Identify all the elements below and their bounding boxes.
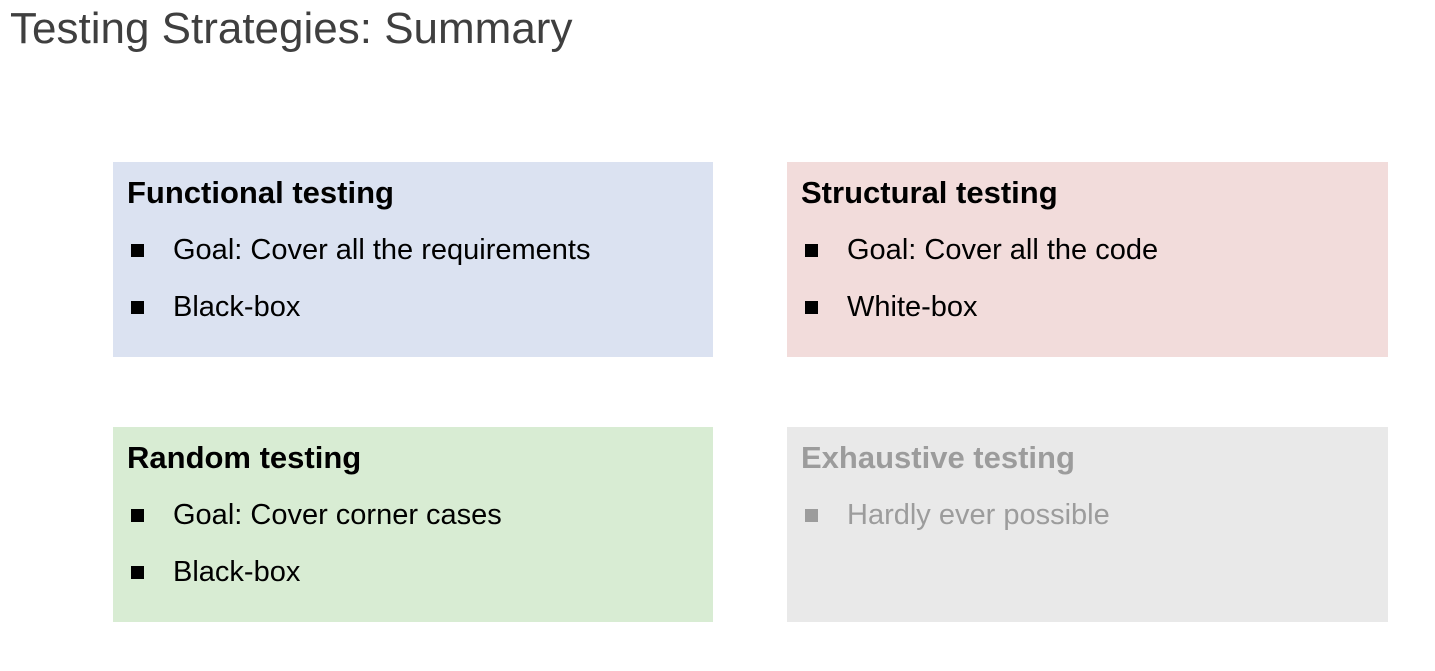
bullet-square-icon: [131, 565, 144, 579]
bullet-item: Hardly ever possible: [801, 494, 1374, 536]
card-structural-testing: Structural testing Goal: Cover all the c…: [787, 162, 1388, 357]
bullet-item: Black-box: [127, 286, 699, 328]
bullet-item: Goal: Cover all the requirements: [127, 229, 699, 271]
card-heading: Functional testing: [127, 175, 394, 210]
card-exhaustive-testing: Exhaustive testing Hardly ever possible: [787, 427, 1388, 622]
bullet-square-icon: [131, 508, 144, 522]
card-heading: Random testing: [127, 440, 362, 475]
card-heading: Exhaustive testing: [801, 440, 1075, 475]
bullet-square-icon: [805, 508, 818, 522]
bullet-text: Goal: Cover all the requirements: [173, 234, 591, 266]
bullet-item: White-box: [801, 286, 1374, 328]
bullet-text: Black-box: [173, 556, 301, 588]
bullet-text: Hardly ever possible: [847, 499, 1110, 531]
bullet-item: Goal: Cover all the code: [801, 229, 1374, 271]
bullet-text: White-box: [847, 291, 978, 323]
card-functional-testing: Functional testing Goal: Cover all the r…: [113, 162, 713, 357]
card-random-testing: Random testing Goal: Cover corner cases …: [113, 427, 713, 622]
bullet-text: Goal: Cover corner cases: [173, 499, 502, 531]
bullet-item: Black-box: [127, 551, 699, 593]
bullet-text: Goal: Cover all the code: [847, 234, 1159, 266]
bullet-square-icon: [131, 243, 144, 257]
bullet-square-icon: [131, 300, 144, 314]
bullet-text: Black-box: [173, 291, 301, 323]
bullet-square-icon: [805, 243, 818, 257]
card-heading: Structural testing: [801, 175, 1058, 210]
bullet-item: Goal: Cover corner cases: [127, 494, 699, 536]
bullet-square-icon: [805, 300, 818, 314]
slide-title: Testing Strategies: Summary: [10, 4, 573, 53]
